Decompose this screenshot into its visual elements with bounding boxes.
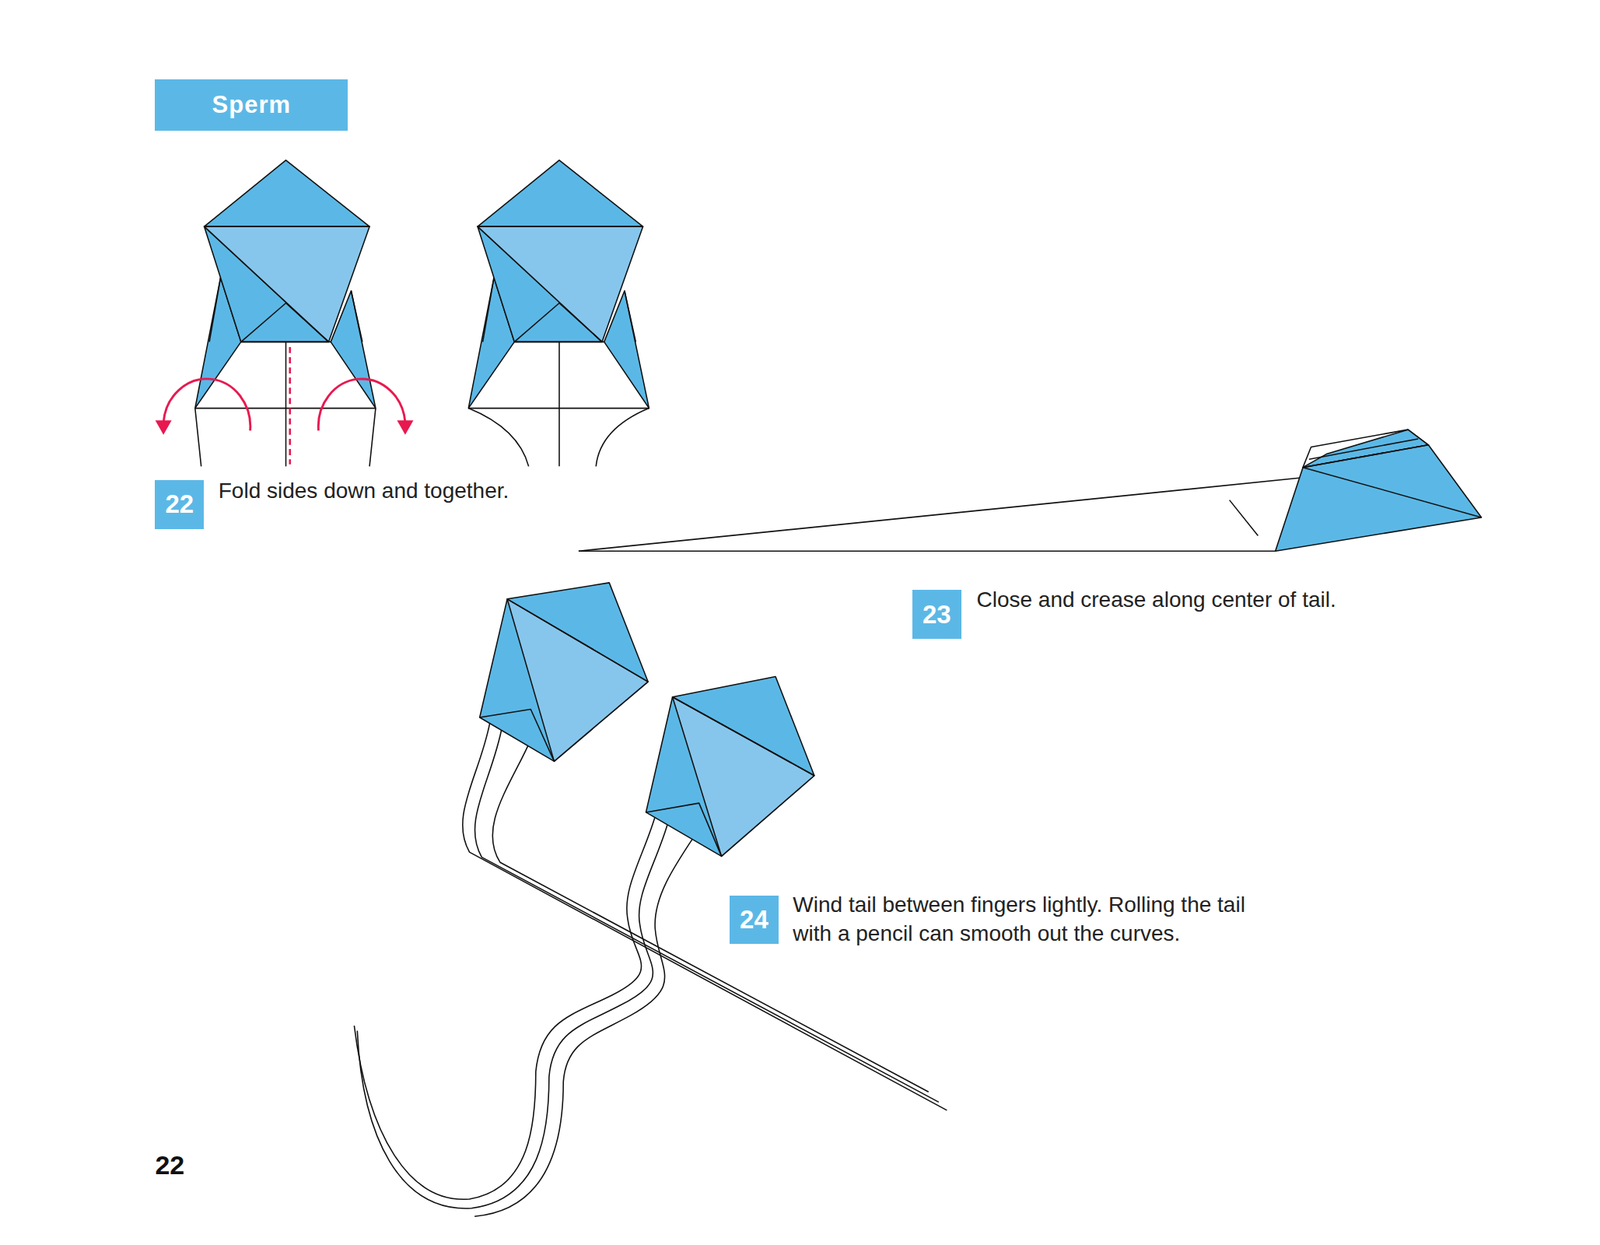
step-23-figure (578, 429, 1482, 551)
instruction-text: Wind tail between fingers lightly. Rolli… (792, 890, 1262, 948)
instruction-text: Fold sides down and together. (218, 476, 729, 505)
step-number-box: 22 (154, 479, 204, 529)
step-number: 24 (739, 904, 769, 935)
instruction-text: Close and crease along center of tail. (976, 585, 1548, 614)
title-text: Sperm (212, 91, 291, 120)
page-number: 22 (154, 1147, 257, 1182)
step-22-fold-figure (155, 160, 414, 466)
step-number-box: 23 (912, 589, 962, 639)
step-number-box: 24 (729, 895, 779, 945)
title-band: Sperm (154, 79, 348, 131)
step-22-result-figure (468, 160, 649, 466)
step-number: 23 (922, 599, 952, 630)
step-number: 22 (165, 489, 195, 519)
